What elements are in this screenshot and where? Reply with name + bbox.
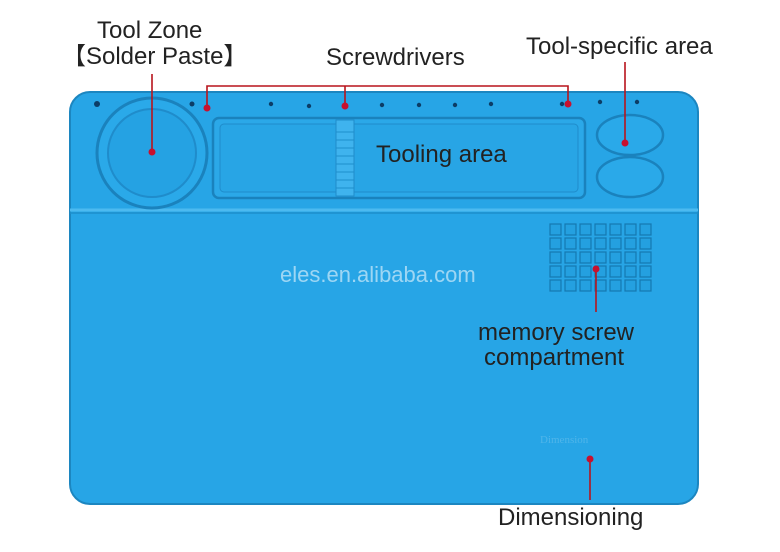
tool-specific-area-label: Tool-specific area [526, 33, 713, 60]
watermark: eles.en.alibaba.com [280, 262, 476, 287]
tooling-area-label: Tooling area [376, 141, 507, 168]
screwdrivers-label: Screwdrivers [326, 44, 465, 71]
memory-screw-label: memory screw [478, 319, 635, 346]
screwdriver-holes [94, 99, 640, 109]
ruler-strip [335, 119, 355, 197]
memory-screw-grid [549, 223, 652, 292]
tool-zone-label: Tool Zone [97, 17, 203, 44]
tool-oval-top [595, 113, 665, 157]
dimensioning-label: Dimensioning [498, 504, 644, 531]
leader-lines [151, 62, 626, 500]
dimension-marking: Dimension [540, 434, 589, 446]
compartment-label: compartment [484, 344, 625, 371]
solder-paste-label: 【Solder Paste】 [62, 43, 248, 70]
leader-dots [148, 100, 629, 463]
tool-oval-bottom [595, 155, 665, 199]
